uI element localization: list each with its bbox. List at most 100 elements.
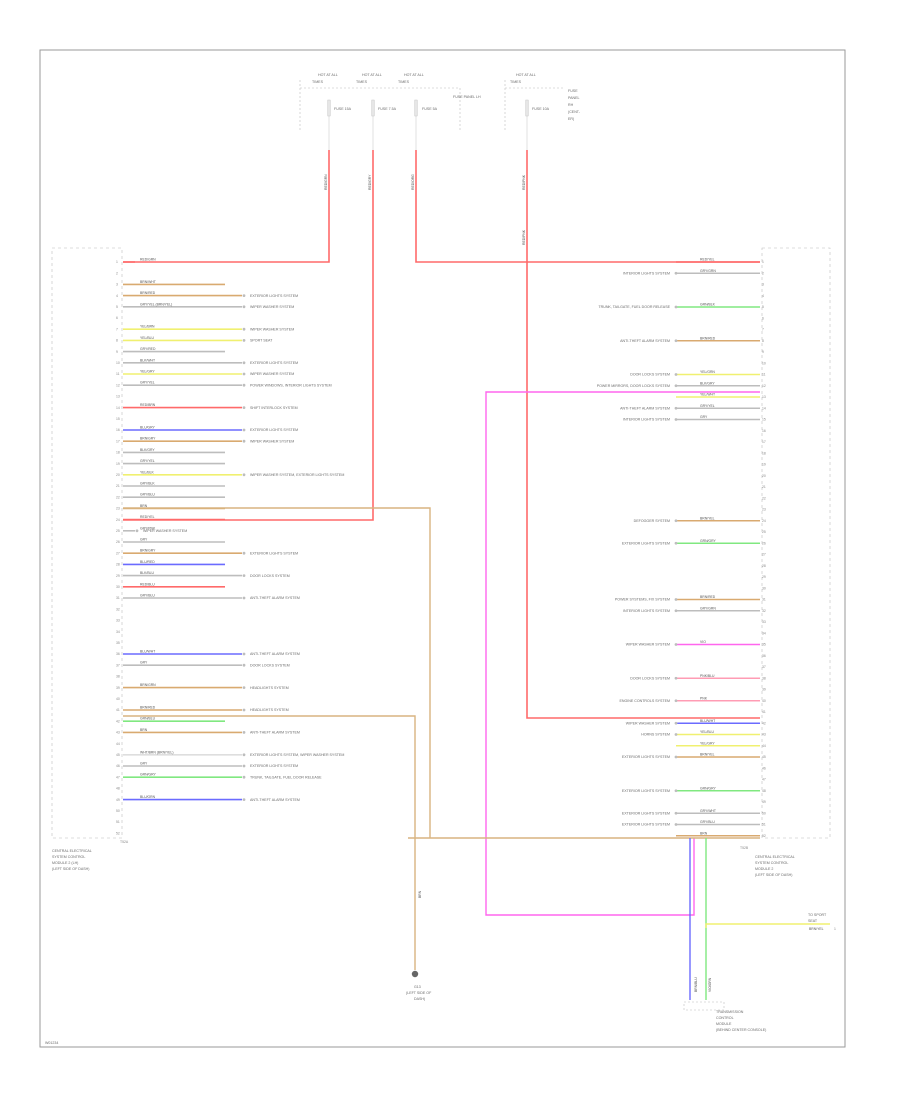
left-connector-43: [242, 731, 246, 734]
right-pin-51: 51: [762, 823, 766, 827]
right-connector-31: [674, 598, 678, 601]
right-wire-label-42: BLU/WHT: [700, 719, 715, 723]
fuse-3-header-1: HOT AT ALL: [404, 73, 424, 77]
right-pin-3: 3: [762, 283, 764, 287]
fuse-panel-rh-outline: [504, 80, 565, 130]
left-pin-48: 48: [116, 787, 120, 791]
left-wire-label-37: GRY: [140, 661, 148, 665]
right-pin-42: 42: [762, 721, 766, 725]
left-pin-29: 29: [116, 574, 120, 578]
right-pin-7: 7: [762, 328, 764, 332]
svg-text:CENTRAL ELECTRICAL: CENTRAL ELECTRICAL: [755, 855, 795, 859]
sport-seat-pin: 1: [834, 927, 836, 931]
fuse-element-2: [371, 99, 375, 117]
left-pin-1: 1: [116, 260, 118, 264]
svg-text:MODULE 2 (LH): MODULE 2 (LH): [52, 861, 78, 865]
fuse-1: HOT AT ALL TIMES FUSE 15A: [312, 73, 352, 111]
diagram-frame: [39, 49, 846, 1048]
left-pin-43: 43: [116, 731, 120, 735]
left-pin-46: 46: [116, 764, 120, 768]
right-pin-21: 21: [762, 485, 766, 489]
right-wire-label-12: BLK/GRY: [700, 381, 715, 385]
left-wire-label-29: BLK/BLU: [140, 571, 154, 575]
right-wire-label-38: PNK/BLU: [700, 674, 715, 678]
ground-label: G13 (LEFT SIDE OF DASH): [406, 985, 432, 1001]
left-dest-4: EXTERIOR LIGHTS SYSTEM: [250, 294, 298, 298]
left-pin-41: 41: [116, 708, 120, 712]
left-wire-label-23: BRN: [140, 504, 148, 508]
left-connector-25: [135, 529, 139, 533]
right-pin-31: 31: [762, 598, 766, 602]
ground-feed-left-23: [123, 507, 431, 838]
left-pin-22: 22: [116, 495, 120, 499]
left-wire-label-3: BRN/WHT: [140, 280, 156, 284]
right-wire-label-32: GRY/GRN: [700, 606, 716, 610]
right-pin-27: 27: [762, 553, 766, 557]
right-dest-14: ANTI-THEFT ALARM SYSTEM: [620, 406, 670, 410]
left-pin-27: 27: [116, 551, 120, 555]
left-dest-7: WIPER WASHER SYSTEM: [250, 327, 294, 331]
right-wire-label-48: GRN/GRY: [700, 786, 717, 790]
right-pin-9: 9: [762, 350, 764, 354]
right-pin-50: 50: [762, 811, 766, 815]
left-wire-label-7: YEL/BRN: [140, 325, 155, 329]
left-wire-label-18: BLK/GRY: [140, 448, 155, 452]
left-dest-5: WIPER WASHER SYSTEM: [250, 305, 294, 309]
right-wire-label-43: YEL/BLU: [700, 730, 714, 734]
fuse-1-feed: [123, 150, 330, 263]
left-wire-label-1: RED/GRN: [140, 258, 156, 262]
right-connector-38: [674, 676, 678, 680]
left-pin-38: 38: [116, 675, 120, 679]
ground-wire-label: BRN: [418, 890, 422, 898]
left-dest-11: WIPER WASHER SYSTEM: [250, 372, 294, 376]
left-connector-31: [242, 596, 246, 600]
right-dest-48: EXTERIOR LIGHTS SYSTEM: [622, 789, 670, 793]
fuse-1-header-1: HOT AT ALL: [318, 73, 338, 77]
right-wire-label-13: YEL/WHT: [700, 393, 715, 397]
right-wire-label-40: PNK: [700, 696, 708, 700]
left-pin-34: 34: [116, 630, 120, 634]
left-pin-36: 36: [116, 652, 120, 656]
left-connector-41: [242, 708, 246, 712]
fuse-1-wire-label: RED/GRN: [324, 174, 328, 190]
right-pin-41: 41: [762, 710, 766, 714]
left-dest-43: ANTI-THEFT ALARM SYSTEM: [250, 731, 300, 735]
right-dest-42: WIPER WASHER SYSTEM: [626, 721, 670, 725]
left-pin-40: 40: [116, 697, 120, 701]
fuse-3-rating: FUSE 5A: [422, 107, 438, 111]
right-pin-6: 6: [762, 316, 764, 320]
left-wire-label-42: GRN/BLU: [140, 717, 156, 721]
svg-text:TRANSMISSION: TRANSMISSION: [716, 1010, 744, 1014]
fuse-4-wire-label-2: RED/PNK: [522, 229, 526, 245]
left-wire-label-24: RED/YEL: [140, 515, 155, 519]
right-pin-36: 36: [762, 654, 766, 658]
left-pin-13: 13: [116, 395, 120, 399]
left-pin-24: 24: [116, 518, 120, 522]
left-wire-label-36: BLU/WHT: [140, 650, 155, 654]
left-dest-39: HEADLIGHTS SYSTEM: [250, 686, 289, 690]
right-dest-32: INTERIOR LIGHTS SYSTEM: [623, 609, 670, 613]
left-pin-6: 6: [116, 316, 118, 320]
left-pin-12: 12: [116, 383, 120, 387]
left-wire-label-49: BLU/GRN: [140, 795, 156, 799]
right-connector-24: [674, 519, 678, 523]
left-pin-42: 42: [116, 719, 120, 723]
svg-text:SYSTEM CONTROL: SYSTEM CONTROL: [52, 855, 85, 859]
right-wire-label-31: BRN/RED: [700, 595, 716, 599]
right-wire-label-51: GRY/BLU: [700, 820, 715, 824]
left-wire-label-30: RED/BLU: [140, 582, 155, 586]
left-connector-14: [242, 406, 246, 409]
left-wire-label-20: YEL/BLK: [140, 470, 154, 474]
svg-text:SYSTEM CONTROL: SYSTEM CONTROL: [755, 861, 788, 865]
left-pin-45: 45: [116, 753, 120, 757]
left-connector-37: [242, 663, 246, 667]
left-connector-47: [242, 775, 246, 779]
tcm-wire-1-label: BRN/BLU: [694, 977, 698, 992]
left-wire-label-25: GRY/PNK: [140, 526, 156, 530]
right-wire-label-50: GRY/WHT: [700, 809, 716, 813]
diagram-id: W01234: [45, 1041, 58, 1045]
right-connector-45: [674, 755, 678, 759]
svg-text:TO SPORT: TO SPORT: [808, 913, 827, 917]
right-connector-43: [674, 733, 678, 736]
svg-text:MODULE 2: MODULE 2: [755, 867, 773, 871]
